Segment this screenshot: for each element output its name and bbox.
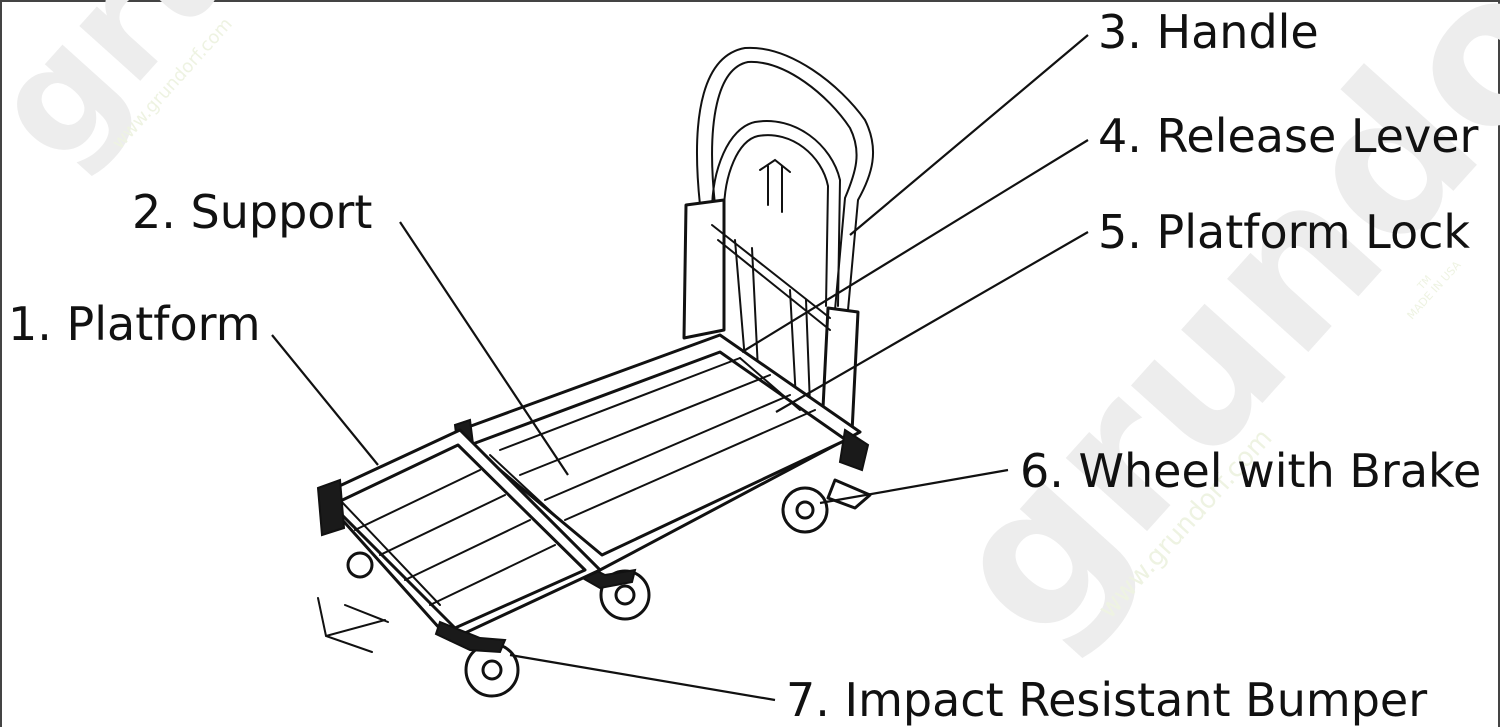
leader-impact-resistant-bumper	[509, 653, 776, 702]
leader-support	[399, 221, 569, 476]
watermark-brand-right: grundorf	[903, 0, 1500, 682]
label-platform: 1. Platform	[8, 297, 261, 351]
leader-handle	[849, 34, 1089, 236]
rear-platform	[453, 333, 872, 621]
watermark-brand-top: grundorf	[0, 0, 586, 194]
front-platform	[316, 428, 602, 698]
leader-wheel-with-brake	[819, 468, 1009, 505]
arrow-left-down-icon	[317, 597, 389, 653]
label-handle: 3. Handle	[1098, 5, 1319, 59]
leader-lines	[271, 34, 1089, 702]
label-support: 2. Support	[132, 185, 372, 239]
handle	[682, 46, 875, 434]
callout-labels: 1. Platform 2. Support 3. Handle 4. Rele…	[8, 5, 1481, 727]
label-platform-lock: 5. Platform Lock	[1098, 205, 1470, 259]
leader-platform	[271, 334, 379, 466]
label-impact-resistant-bumper: 7. Impact Resistant Bumper	[786, 673, 1427, 727]
hand-truck-illustration	[316, 46, 875, 698]
label-release-lever: 4. Release Lever	[1098, 109, 1479, 163]
label-wheel-with-brake: 6. Wheel with Brake	[1020, 444, 1481, 498]
leader-platform-lock	[775, 231, 1089, 413]
leader-release-lever	[741, 139, 1089, 353]
